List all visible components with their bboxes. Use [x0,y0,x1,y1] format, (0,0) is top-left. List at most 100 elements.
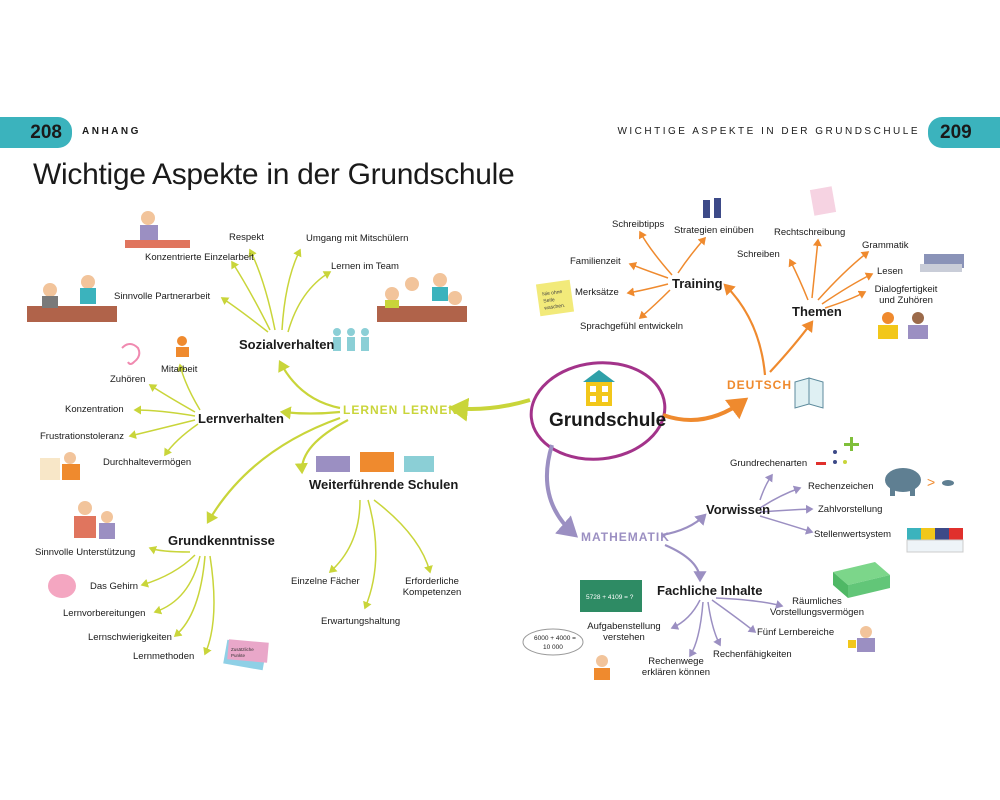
leaf-kompetenzen-line1: Erforderliche [405,576,459,587]
leaf-zahlvorstellung: Zahlvorstellung [818,504,883,515]
section-label-left: ANHANG [82,126,141,137]
card-text-1: Zusätzliche [231,647,254,652]
chess-icon [703,198,721,218]
mouse-icon [942,480,954,486]
leaf-partnerarbeit: Sinnvolle Partnerarbeit [114,291,211,302]
desk-single-illustration [125,211,190,248]
leaf-rechenwege-line1: Rechenwege [648,656,704,667]
leaf-respekt: Respekt [229,232,264,243]
hub-sozialverhalten: Sozialverhalten [239,337,335,352]
bubble-text-2: 10 000 [543,644,563,651]
leaf-lernen-im-team: Lernen im Team [331,261,399,272]
card-text-2: Punkte [231,653,246,658]
books-icon [920,254,964,272]
branch-lernen [448,397,531,422]
thought-bubble-illustration [522,628,584,656]
leaf-lernmethoden: Lernmethoden [133,651,195,662]
notepad-icon [809,186,837,216]
hub-grundkenntnisse: Grundkenntnisse [168,533,275,548]
branch-deutsch [662,397,749,422]
leaf-raeumliches-line1: Räumliches [792,596,842,607]
leaf-lesen: Lesen [877,266,903,277]
leaf-aufgabenstellung-line2: verstehen [603,632,645,643]
leaf-dialog-line1: Dialogfertigkeit [874,284,938,295]
leaf-raeumliches-line2: Vorstellungsvermögen [770,607,864,618]
leaf-aufgabenstellung-line1: Aufgabenstellung [587,621,661,632]
category-deutsch: DEUTSCH [727,378,793,392]
leaf-rechenwege-line2: erklären können [641,667,711,678]
leaf-rechenfaehigkeiten: Rechenfähigkeiten [713,649,792,660]
leaf-gehirn: Das Gehirn [90,581,139,592]
leaf-familienzeit: Familienzeit [570,256,621,267]
page-title: Wichtige Aspekte in der Grundschule [33,158,515,191]
place-value-icon [906,528,964,553]
category-mathematik: MATHEMATIK [581,530,670,544]
thinking-child-illustration [594,655,610,680]
leaf-einzelne-faecher: Einzelne Fächer [291,576,360,587]
note-text-2: Seife [543,297,555,305]
leaf-unterstuetzung: Sinnvolle Unterstützung [35,547,136,558]
leaf-dialogfertigkeit: Dialogfertigkeit und Zuhören [862,284,950,306]
reading-child-illustration [848,626,875,652]
section-label-right: WICHTIGE ASPEKTE IN DER GRUNDSCHULE [617,126,920,137]
school-icon [583,370,615,406]
frustration-illustration [40,452,80,480]
leaf-grundrechenarten: Grundrechenarten [730,458,808,469]
leaf-konzentrierte-einzelarbeit: Konzentrierte Einzelarbeit [145,252,254,263]
page-number-left: 208 [0,117,72,148]
leaf-zuhoeren: Zuhören [110,374,146,385]
leaf-merksaetze: Merksätze [575,287,619,298]
raised-hand-icon [176,336,189,357]
leaf-stellenwertsystem: Stellenwertsystem [814,529,892,540]
ear-icon [121,343,141,365]
category-lernen: LERNEN LERNEN [343,403,459,417]
chalkboard-illustration [580,580,642,612]
leaf-mitarbeit: Mitarbeit [161,364,198,375]
leaf-strategien: Strategien einüben [674,225,754,236]
leaf-erwartungshaltung: Erwartungshaltung [321,616,401,627]
branch-mathematik [544,444,579,538]
hub-themen: Themen [792,304,842,319]
leaf-sprachgefuehl: Sprachgefühl entwickeln [580,321,683,332]
leaf-lernvorbereitungen: Lernvorbereitungen [63,608,146,619]
leaf-lernschwierigkeiten: Lernschwierigkeiten [88,632,172,643]
page-number-right: 209 [928,117,1000,148]
leaf-raeumliches: Räumliches Vorstellungsvermögen [762,596,872,618]
partner-work-illustration [27,275,117,322]
leaf-umgang: Umgang mit Mitschülern [306,233,409,244]
dialog-illustration [878,312,928,339]
hub-fachliche: Fachliche Inhalte [657,583,763,598]
leaf-kompetenzen-line2: Kompetenzen [402,587,462,598]
brain-icon [48,574,76,598]
leaf-grammatik: Grammatik [862,240,909,251]
leaf-rechenwege: Rechenwege erklären können [636,656,716,678]
hub-lernverhalten: Lernverhalten [198,411,284,426]
leaf-frustrationstoleranz: Frustrationstoleranz [40,431,124,442]
leaf-aufgabenstellung: Aufgabenstellung verstehen [578,621,670,643]
note-text-3: waschen. [544,303,566,312]
hub-training: Training [672,276,723,291]
leaf-schreibtipps: Schreibtipps [612,219,665,230]
center-node: Grundschule [549,410,667,431]
open-book-icon [794,377,824,409]
schools-icon [316,452,434,472]
index-card-illustration [223,639,269,671]
support-illustration [74,501,115,539]
center-ring [529,361,667,461]
leaf-konzentration: Konzentration [65,404,124,415]
team-work-illustration [377,273,467,322]
sticky-note-illustration [535,279,575,317]
leaf-fuenf-lernbereiche: Fünf Lernbereiche [757,627,835,638]
hub-weiterfuehrende: Weiterführende Schulen [309,477,459,492]
team-icon [333,328,369,351]
board-text: 5728 + 4109 = ? [586,594,634,601]
elephant-icon [885,468,921,496]
leaf-schreiben: Schreiben [737,249,780,260]
note-text-1: Nie ohne [542,289,563,298]
leaf-rechenzeichen: Rechenzeichen [808,481,874,492]
bubble-text-1: 6000 + 4000 = [534,635,576,642]
greater-than-icon: > [927,474,935,490]
leaf-durchhaltevermoegen: Durchhaltevermögen [103,457,192,468]
cuboid-icon [833,562,890,598]
